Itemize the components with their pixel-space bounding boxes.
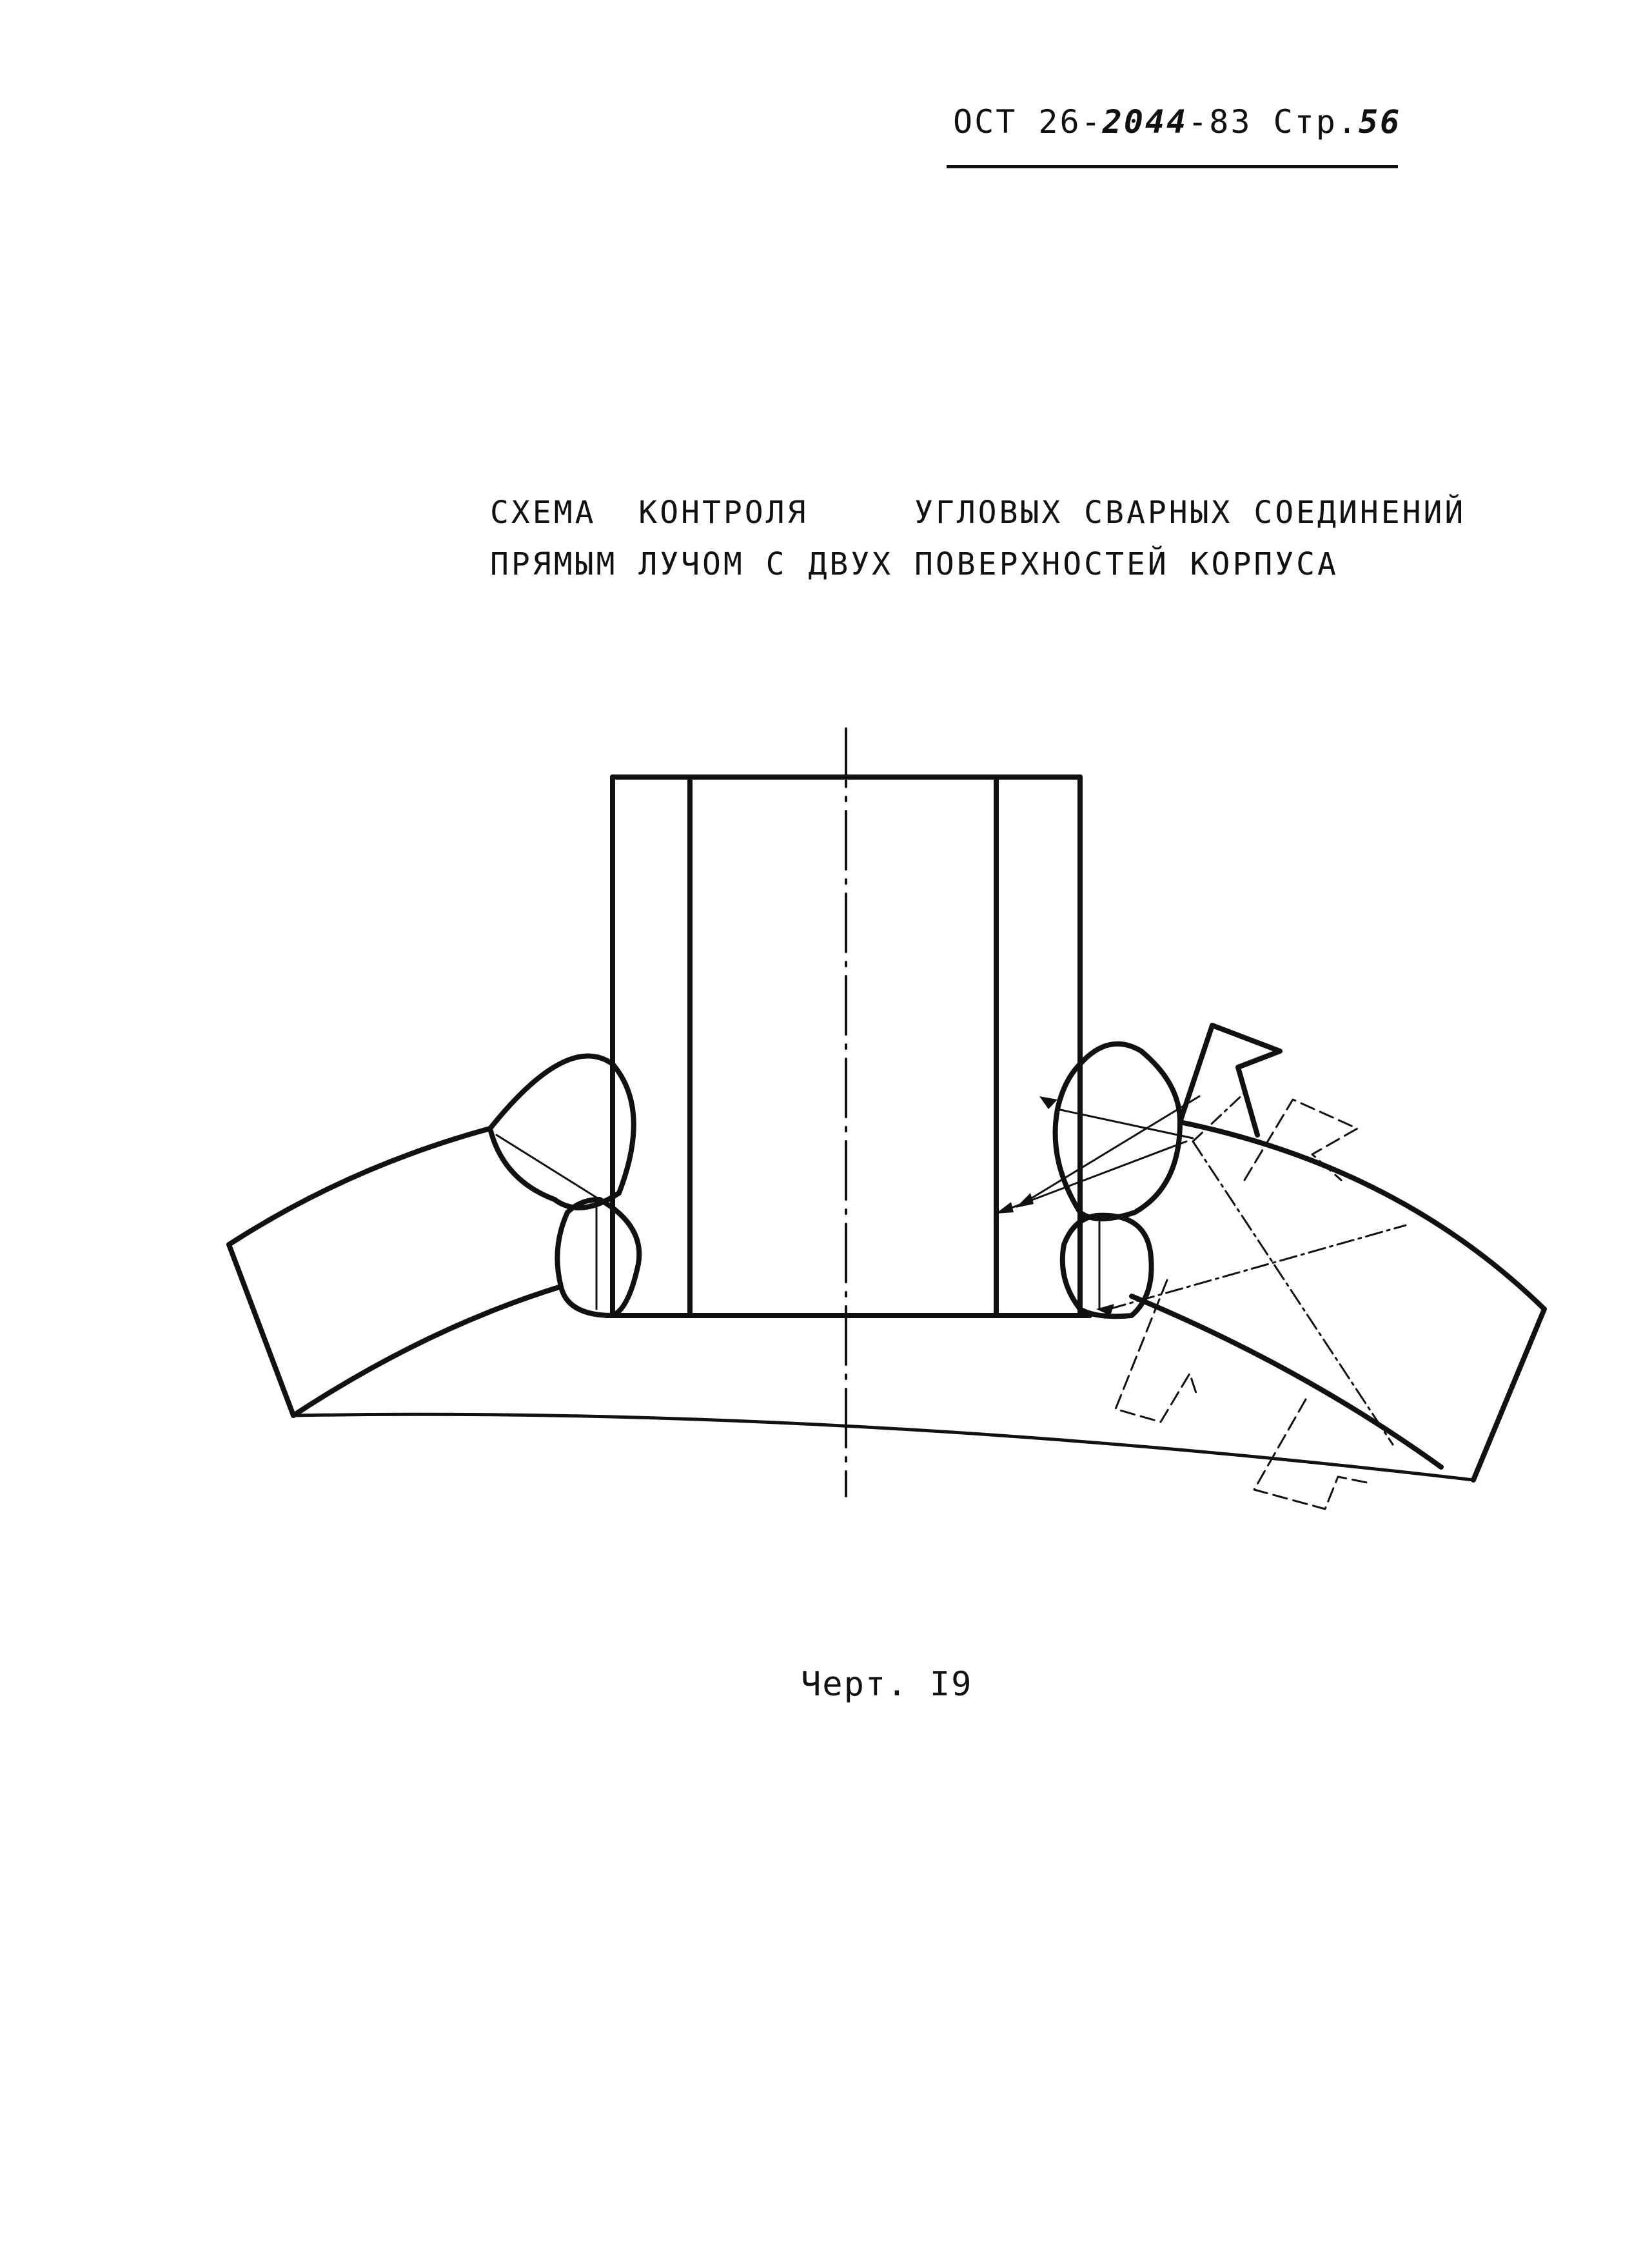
nozzle [604, 774, 1092, 1318]
figure-caption: Черт. I9 [801, 1665, 973, 1704]
drawing-title: СХЕМА КОНТРОЛЯ УГЛОВЫХ СВАРНЫХ СОЕДИНЕНИ… [490, 487, 1466, 590]
title-line-2: ПРЯМЫМ ЛУЧОМ С ДВУХ ПОВЕРХНОСТЕЙ КОРПУСА [490, 546, 1339, 582]
standard-suffix: -83 [1188, 103, 1252, 141]
probe-upper-solid [1177, 1023, 1283, 1138]
beam-arrowheads [996, 1096, 1114, 1316]
probe-dashed [1114, 1098, 1372, 1510]
header-underline [947, 165, 1398, 168]
page-number: 56 [1358, 103, 1402, 141]
standard-number: 2044 [1102, 103, 1188, 141]
document-header: ОСТ 26-2044-83 Стр.56 [953, 103, 1401, 141]
title-line-1: СХЕМА КОНТРОЛЯ УГЛОВЫХ СВАРНЫХ СОЕДИНЕНИ… [490, 495, 1466, 531]
shell-wall [226, 1119, 1547, 1483]
left-weld-fusion-line [495, 1134, 601, 1201]
right-weld [1052, 1041, 1183, 1319]
standard-prefix: ОСТ 26- [953, 103, 1103, 141]
shell-bottom-edge [291, 1412, 1475, 1482]
page-label: Стр. [1273, 103, 1359, 141]
left-weld [487, 1053, 642, 1318]
beam-paths [998, 1089, 1407, 1446]
